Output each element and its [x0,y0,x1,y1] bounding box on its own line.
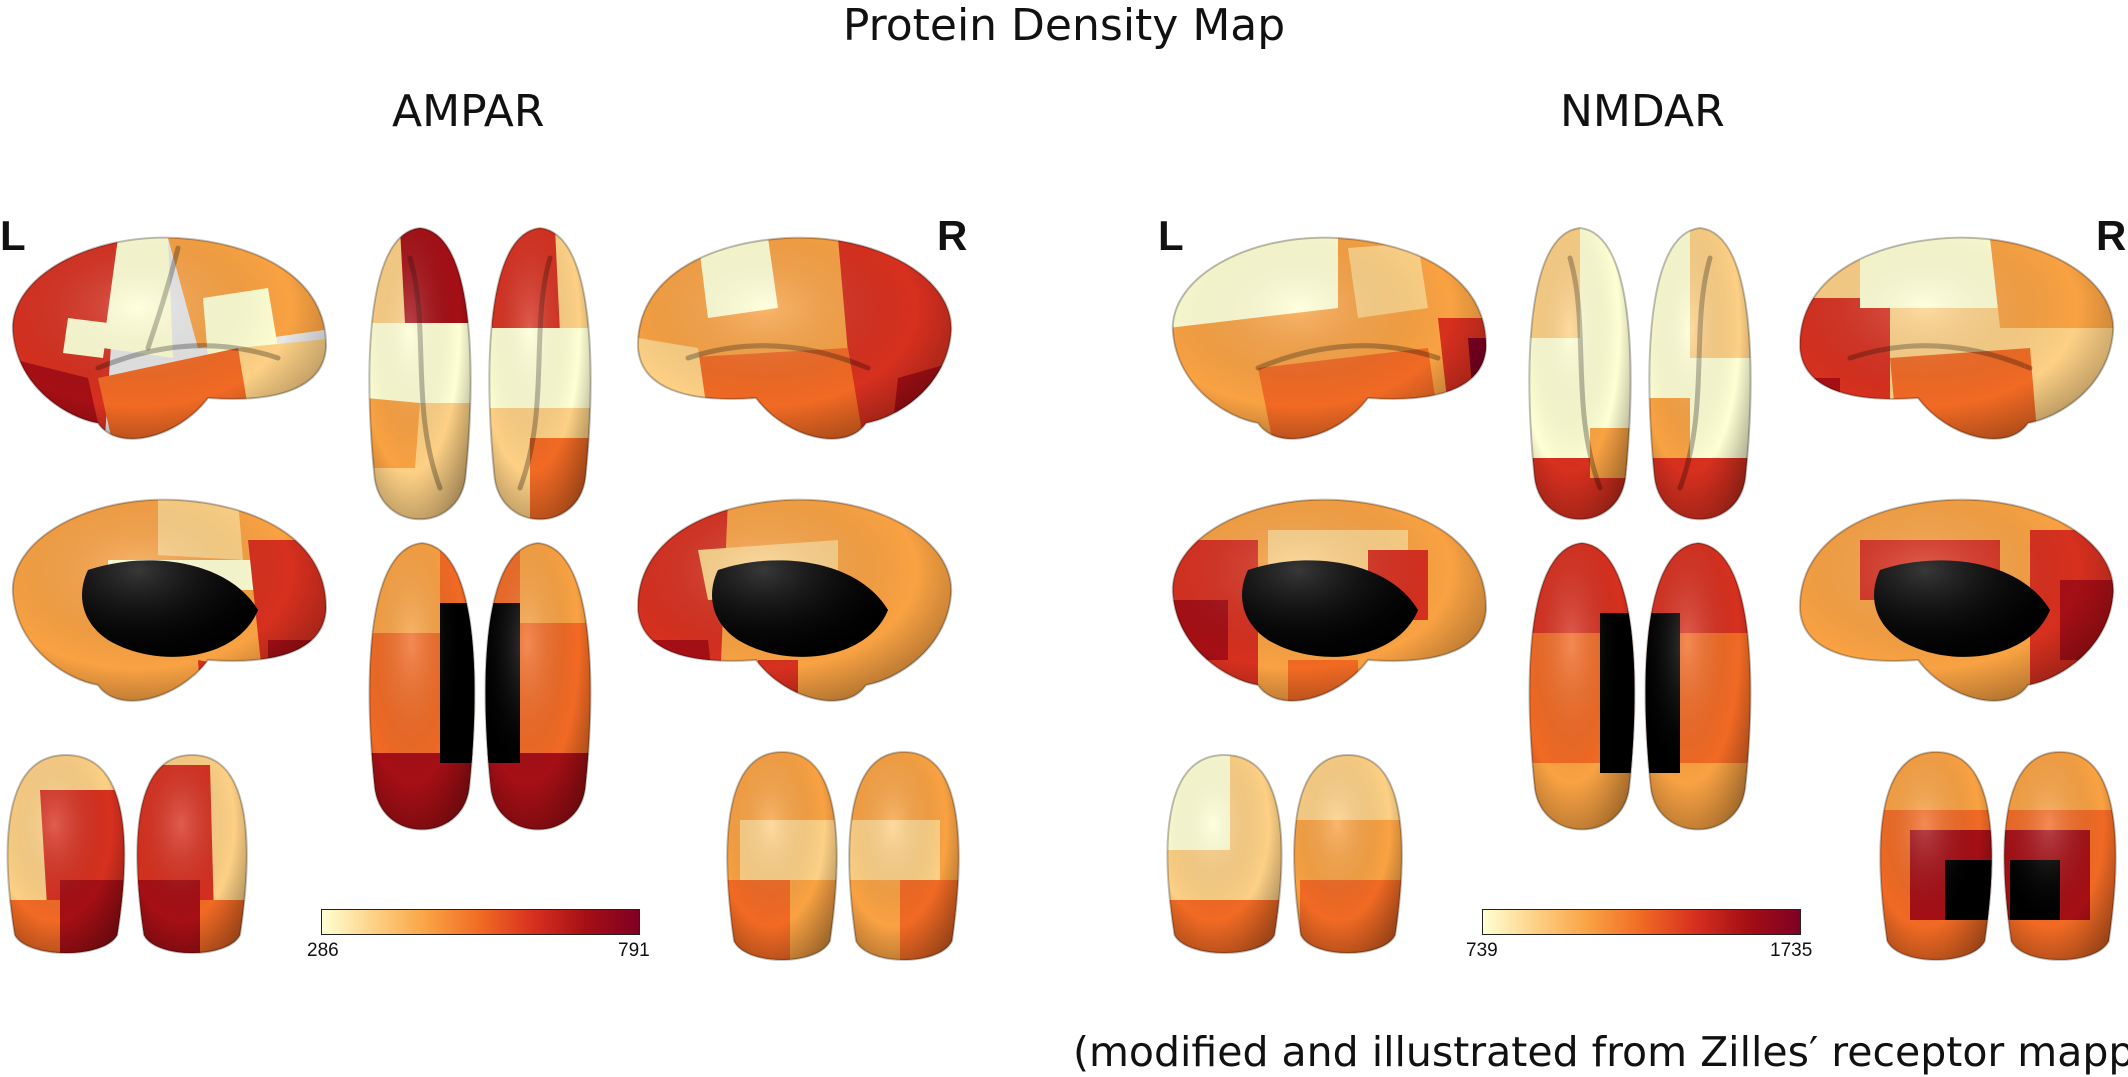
nmdar-medial-left-brain [1171,498,1488,702]
ampar-left-hemisphere-label: L [0,212,26,259]
ampar-lateral-right-brain [636,236,953,440]
nmdar-colorbar [1482,909,1801,935]
nmdar-posterior-right-hemisphere [1293,753,1403,954]
ampar-colorbar-min: 286 [307,940,339,961]
nmdar-right-hemisphere-label: R [2096,212,2127,259]
ampar-dorsal-right-hemisphere [488,226,592,521]
ampar-ventral-left-hemisphere [368,541,476,831]
ampar-panel-title: AMPAR [392,86,545,137]
nmdar-ventral-left-hemisphere [1528,541,1636,831]
nmdar-colorbar-min: 739 [1466,940,1498,961]
ampar-medial-right-brain [636,498,953,702]
ampar-anterior-right-hemisphere [848,750,960,961]
nmdar-lateral-right-brain [1798,236,2115,440]
nmdar-left-hemisphere-label: L [1158,212,1184,259]
ampar-posterior-left-hemisphere [6,753,126,954]
ampar-colorbar-max: 791 [618,940,650,961]
ampar-dorsal-left-hemisphere [368,226,472,521]
ampar-colorbar [321,909,640,935]
nmdar-lateral-left-brain [1171,236,1488,440]
ampar-posterior-right-hemisphere [136,753,248,954]
nmdar-ventral-right-hemisphere [1644,541,1752,831]
figure-caption: (modified and illustrated from Zilles′ r… [1073,1028,2128,1076]
figure-title: Protein Density Map [842,0,1286,51]
nmdar-medial-right-brain [1798,498,2115,702]
ampar-right-hemisphere-label: R [937,212,968,259]
ampar-medial-left-brain [11,498,328,702]
nmdar-posterior-left-hemisphere [1166,753,1283,954]
nmdar-dorsal-right-hemisphere [1648,226,1752,521]
nmdar-colorbar-max: 1735 [1770,940,1813,961]
ampar-anterior-left-hemisphere [726,750,838,961]
nmdar-anterior-right-hemisphere [2003,750,2117,961]
ampar-lateral-left-brain [11,236,328,440]
nmdar-dorsal-left-hemisphere [1528,226,1632,521]
ampar-ventral-right-hemisphere [484,541,592,831]
nmdar-anterior-left-hemisphere [1879,750,1993,961]
nmdar-panel-title: NMDAR [1560,86,1725,137]
